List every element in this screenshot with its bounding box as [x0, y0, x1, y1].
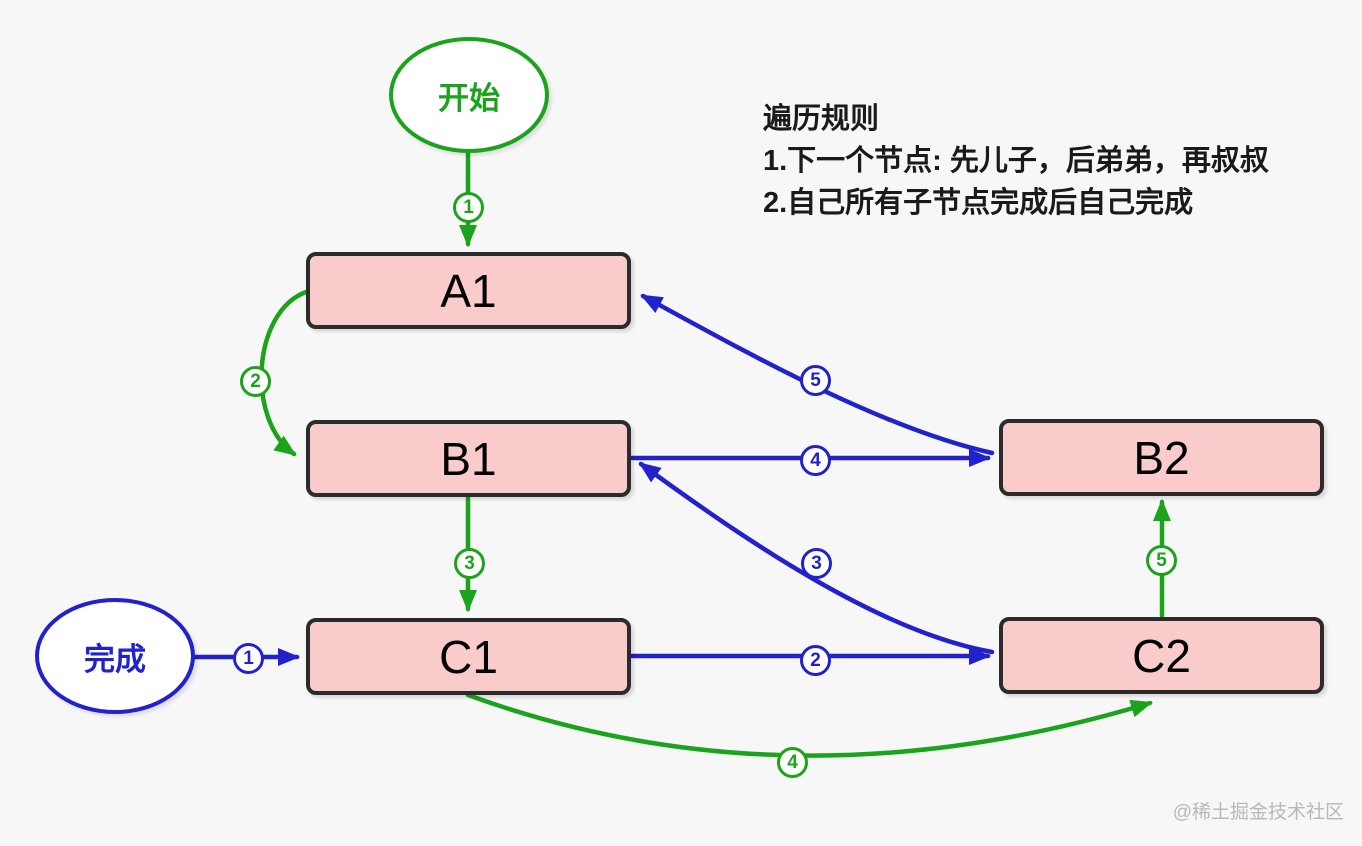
green-edge-label-5: 5 — [1146, 545, 1177, 576]
rules-text: 遍历规则 1.下一个节点: 先儿子，后弟弟，再叔叔 2.自己所有子节点完成后自己… — [763, 98, 1269, 224]
rules-item-1: 1.下一个节点: 先儿子，后弟弟，再叔叔 — [763, 145, 1269, 177]
green-edge-label-4: 4 — [777, 747, 808, 778]
node-b1: B1 — [306, 420, 631, 497]
finish-node: 完成 — [35, 598, 195, 714]
start-node-label: 开始 — [438, 80, 500, 116]
rules-item-2: 2.自己所有子节点完成后自己完成 — [763, 187, 1194, 219]
watermark: @稀土掘金技术社区 — [1172, 802, 1344, 823]
green-edge-label-3: 3 — [454, 548, 485, 579]
node-a1-label: A1 — [440, 264, 497, 317]
green-edge-label-2: 2 — [240, 366, 271, 397]
node-c2: C2 — [999, 617, 1324, 694]
blue-edge-label-5: 5 — [800, 365, 831, 396]
blue-edge-label-3: 3 — [801, 548, 832, 579]
blue-edge-label-4: 4 — [800, 445, 831, 476]
blue-edge-3-c2-to-b1 — [638, 461, 995, 655]
finish-node-label: 完成 — [84, 641, 146, 677]
rules-title: 遍历规则 — [763, 103, 880, 135]
blue-edge-label-1: 1 — [233, 643, 264, 674]
green-edge-4-c1-to-c2 — [465, 692, 1153, 758]
green-edge-label-1: 1 — [453, 192, 484, 223]
node-c1: C1 — [306, 618, 631, 695]
blue-edge-label-2: 2 — [800, 645, 831, 676]
node-b1-label: B1 — [440, 432, 497, 485]
start-node: 开始 — [389, 37, 549, 153]
node-b2: B2 — [999, 419, 1324, 496]
node-c1-label: C1 — [439, 630, 498, 683]
node-b2-label: B2 — [1133, 431, 1190, 484]
node-a1: A1 — [306, 252, 631, 329]
node-c2-label: C2 — [1132, 629, 1191, 682]
